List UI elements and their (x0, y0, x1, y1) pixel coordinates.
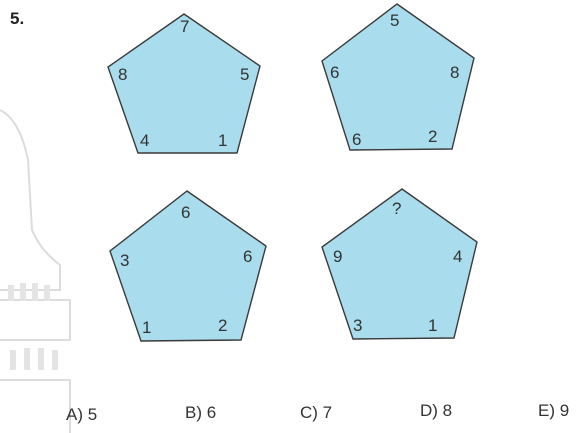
pentagon-4-left-number: 9 (333, 247, 342, 266)
pentagon-2: 5 8 2 6 6 (322, 4, 474, 150)
pentagon-4: ? 4 1 3 9 (322, 189, 477, 339)
pentagon-1-top-number: 7 (180, 17, 189, 36)
pentagon-2-right-number: 8 (450, 63, 459, 82)
pentagon-group: 7 5 1 4 8 5 8 2 6 6 6 6 2 1 3? 4 1 3 9 (108, 4, 477, 341)
pentagon-3-right-number: 6 (243, 247, 252, 266)
pentagon-1-bottom-left-number: 4 (140, 131, 149, 150)
pentagon-2-bottom-left-number: 6 (352, 130, 361, 149)
pentagon-4-bottom-right-number: 1 (428, 316, 437, 335)
pentagon-2-left-number: 6 (330, 63, 339, 82)
pentagon-1-right-number: 5 (240, 65, 249, 84)
question-number: 5. (10, 9, 24, 28)
pentagon-3-top-number: 6 (181, 203, 190, 222)
pentagon-4-right-number: 4 (453, 247, 462, 266)
option-e[interactable]: E) 9 (538, 401, 569, 420)
pentagon-3-bottom-right-number: 2 (218, 316, 227, 335)
pentagon-1-left-number: 8 (118, 65, 127, 84)
pentagon-3: 6 6 2 1 3 (110, 191, 266, 341)
pentagon-1: 7 5 1 4 8 (108, 14, 260, 153)
option-a[interactable]: A) 5 (66, 405, 97, 424)
pentagon-3-left-number: 3 (120, 251, 129, 270)
pentagon-4-bottom-left-number: 3 (353, 316, 362, 335)
pentagon-2-top-number: 5 (390, 11, 399, 30)
option-b[interactable]: B) 6 (185, 403, 216, 422)
pentagon-4-top-number: ? (392, 199, 401, 218)
option-d[interactable]: D) 8 (420, 401, 452, 420)
pentagon-3-bottom-left-number: 1 (142, 318, 151, 337)
option-c[interactable]: C) 7 (300, 403, 332, 422)
pentagon-2-bottom-right-number: 2 (428, 127, 437, 146)
watermark-building (0, 110, 70, 433)
answer-options: A) 5 B) 6 C) 7 D) 8 E) 9 (66, 401, 569, 424)
pentagon-1-bottom-right-number: 1 (218, 131, 227, 150)
